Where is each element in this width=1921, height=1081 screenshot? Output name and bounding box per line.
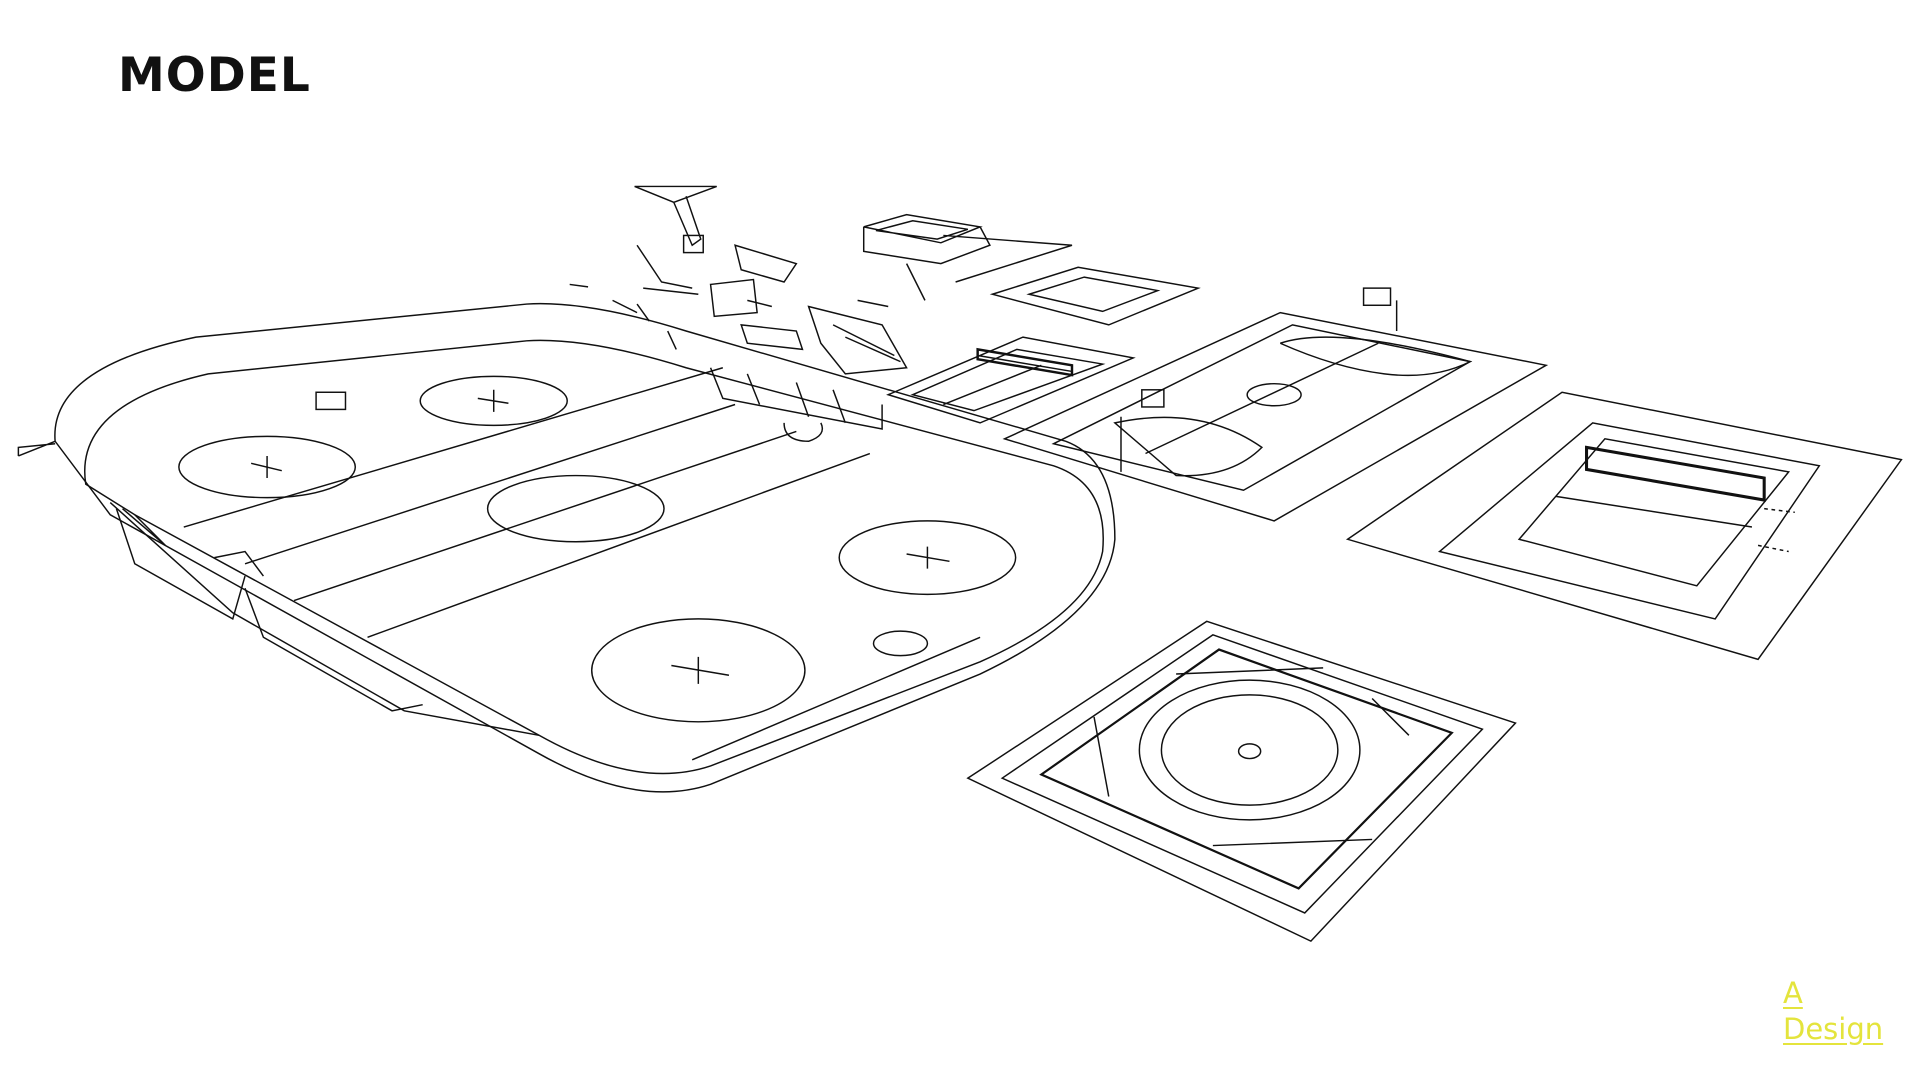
volleyball-court	[1345, 391, 1903, 661]
boxing-ring	[862, 213, 1073, 301]
wrestling-mat	[966, 620, 1517, 943]
equipment-cluster	[569, 185, 908, 375]
hockey-rink	[17, 302, 1116, 793]
brand-logo[interactable]: A Design	[1783, 975, 1883, 1047]
tennis-court	[886, 336, 1136, 424]
square-court-small	[989, 266, 1201, 326]
page-title: MODEL	[118, 48, 311, 103]
logo-line-2: Design	[1783, 1012, 1884, 1046]
logo-line-1: A	[1783, 976, 1803, 1010]
basketball-court	[1002, 287, 1549, 522]
